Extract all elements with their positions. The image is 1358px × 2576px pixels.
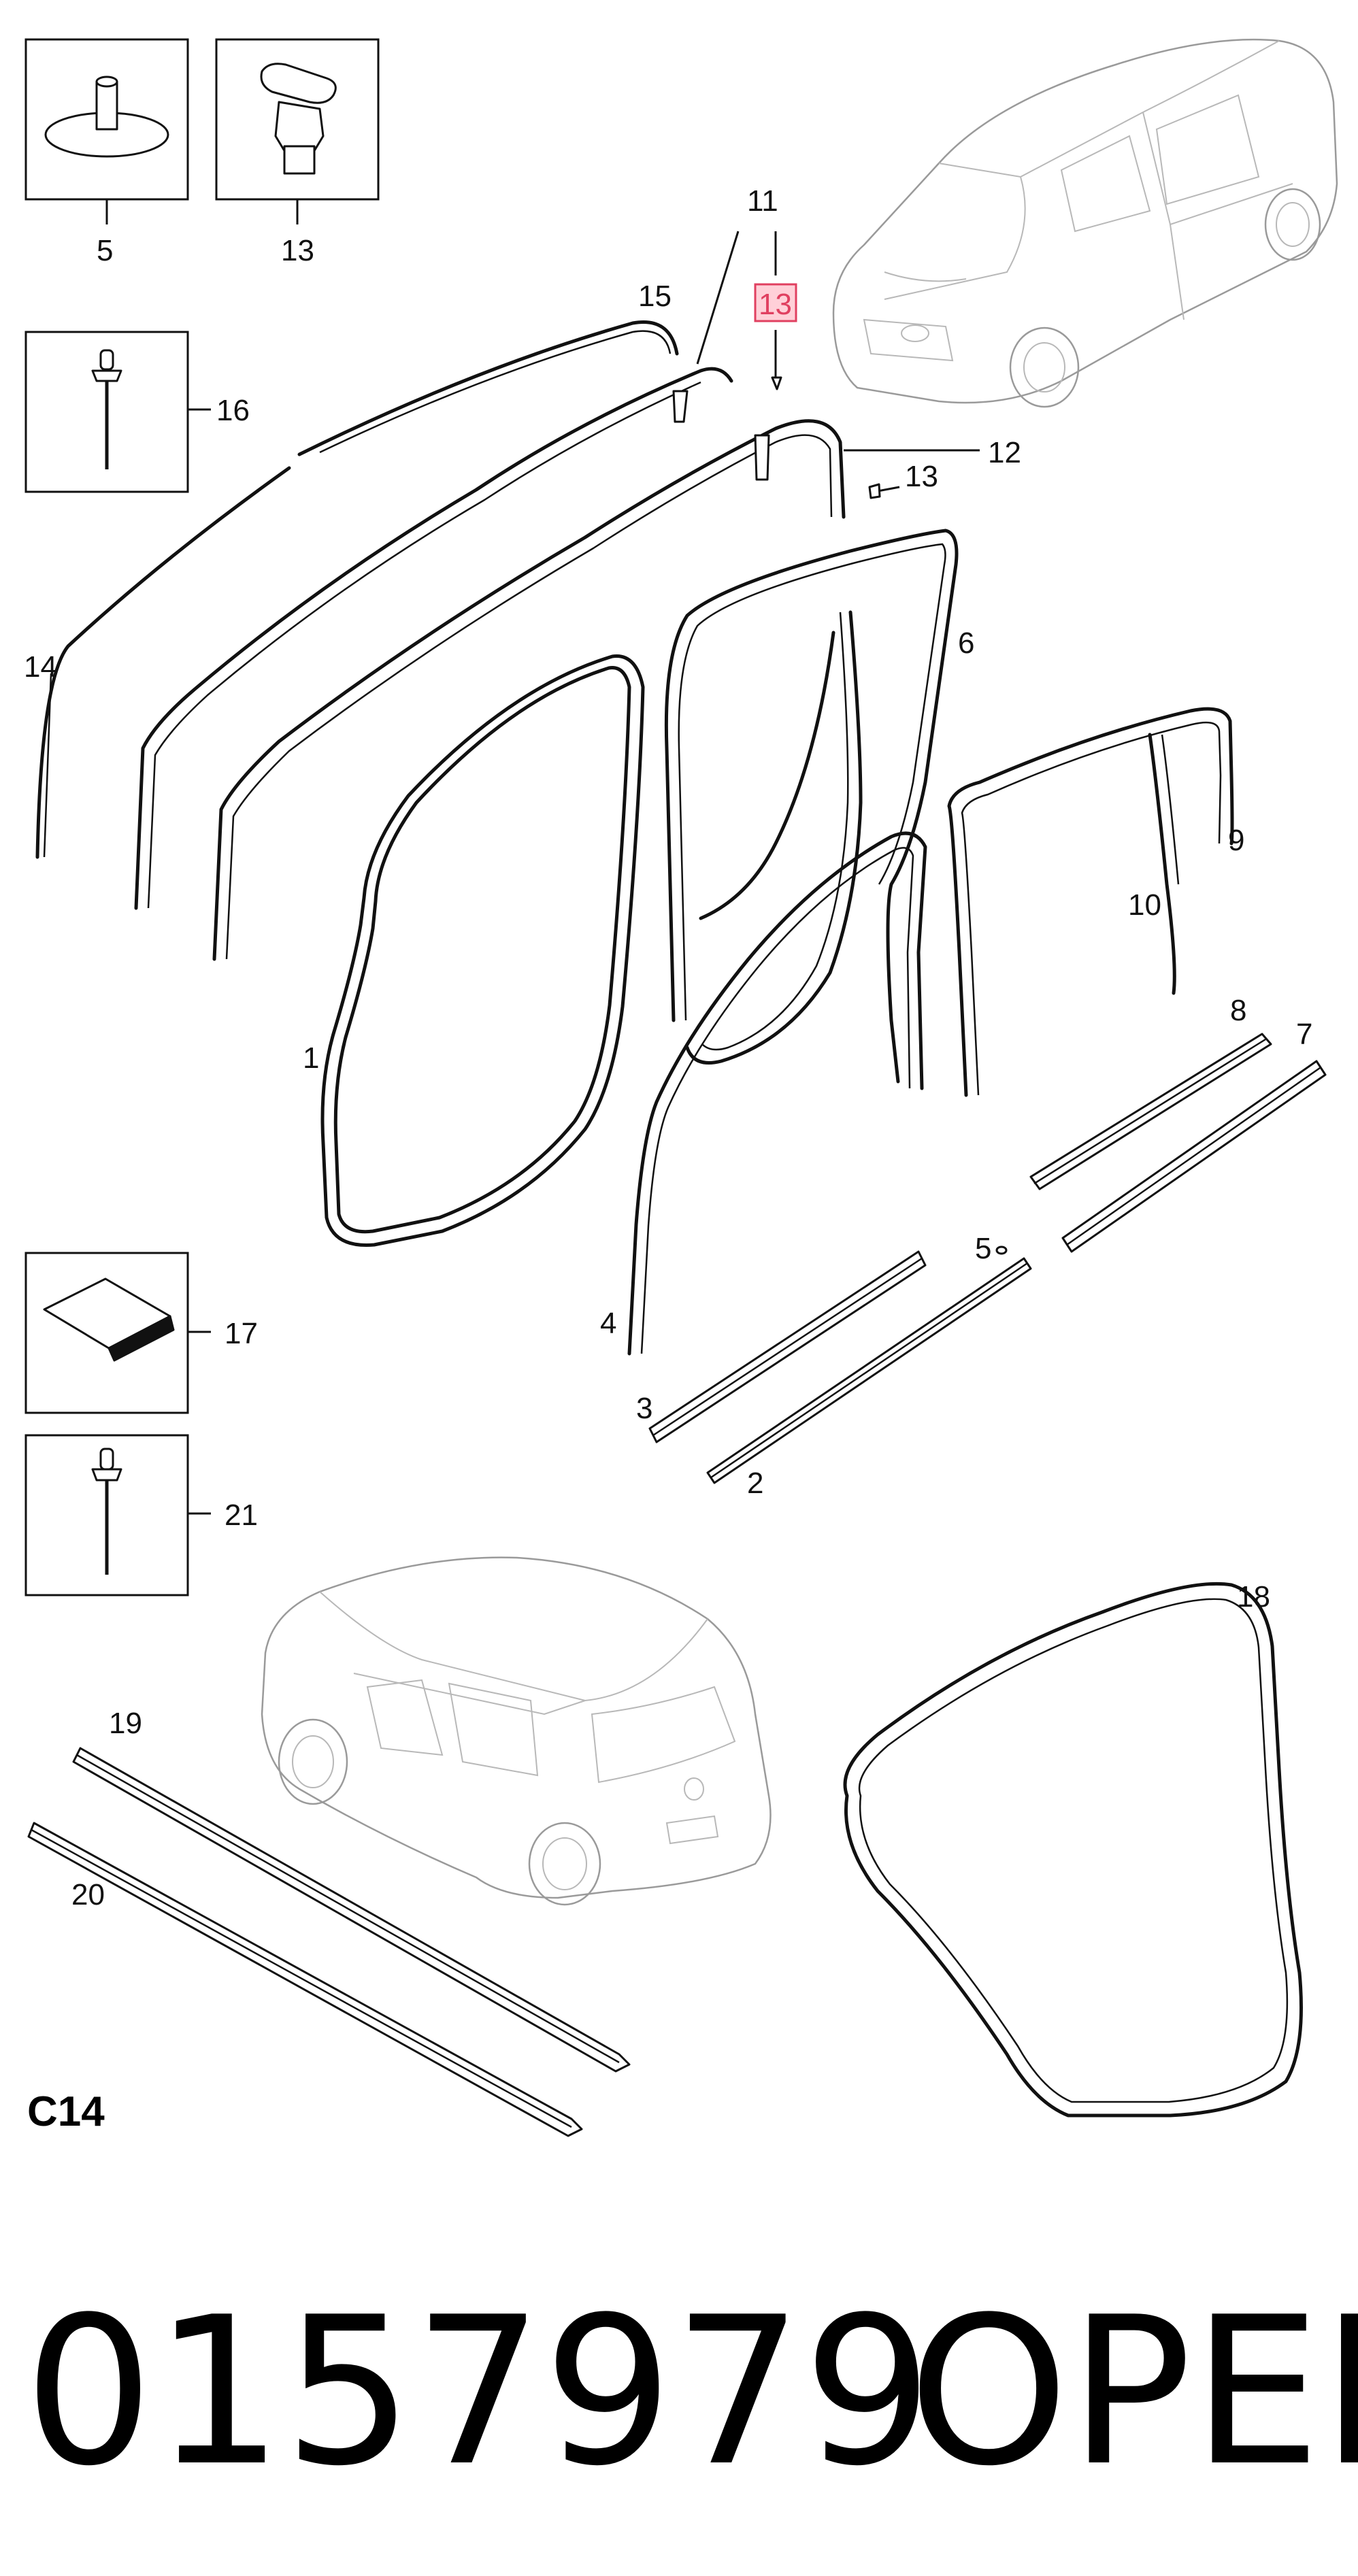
callout-10: 10 bbox=[1128, 888, 1161, 922]
seal-10-rear-window-channel bbox=[1148, 733, 1180, 995]
callout-2: 2 bbox=[747, 1467, 763, 1500]
callout-5-box: 5 bbox=[97, 234, 113, 267]
callout-9: 9 bbox=[1228, 824, 1244, 857]
callout-13-box: 13 bbox=[281, 234, 314, 267]
part-16-box bbox=[24, 331, 211, 493]
seal-14-roof-molding bbox=[35, 466, 291, 859]
callout-13-highlight-box bbox=[754, 283, 797, 322]
strip-20 bbox=[27, 1822, 583, 2137]
seal-4-rear-door bbox=[627, 831, 927, 1356]
seal-1-front-door bbox=[320, 654, 645, 1247]
part-5-box bbox=[24, 38, 189, 224]
callout-11: 11 bbox=[747, 184, 778, 218]
seal-11-roof-channel bbox=[134, 367, 733, 910]
strip-7-belt-molding bbox=[1061, 1060, 1327, 1253]
callout-14: 14 bbox=[24, 650, 57, 684]
leader-13-mid bbox=[877, 486, 900, 492]
car-rear-illustration bbox=[261, 1556, 772, 1906]
callout-20: 20 bbox=[71, 1878, 105, 1911]
part-13-box bbox=[215, 38, 380, 224]
callout-13-highlight: 13 bbox=[759, 288, 792, 321]
seal-15-roof-outer bbox=[297, 320, 679, 456]
brand-name: OPEL bbox=[908, 2273, 1358, 2511]
leader-11 bbox=[696, 231, 740, 365]
part-21-box bbox=[24, 1434, 211, 1596]
callout-6: 6 bbox=[958, 626, 974, 660]
callout-21: 21 bbox=[225, 1499, 258, 1532]
callout-12: 12 bbox=[988, 436, 1021, 469]
strip-2-belt-molding bbox=[706, 1257, 1032, 1484]
callout-13-mid: 13 bbox=[905, 460, 938, 493]
callout-16: 16 bbox=[216, 394, 250, 427]
strip-19 bbox=[72, 1747, 631, 2073]
part-number: 0157979 bbox=[24, 2273, 933, 2511]
part-17-box bbox=[24, 1252, 211, 1414]
car-front-illustration bbox=[832, 38, 1338, 408]
callout-8: 8 bbox=[1230, 994, 1246, 1027]
callout-1: 1 bbox=[303, 1041, 319, 1075]
callout-19: 19 bbox=[109, 1707, 142, 1740]
callout-5-mid: 5 bbox=[975, 1232, 991, 1265]
callout-18: 18 bbox=[1237, 1580, 1270, 1613]
callout-3: 3 bbox=[636, 1392, 652, 1425]
callout-4: 4 bbox=[600, 1307, 616, 1340]
seal-9-rear-window-frame bbox=[947, 707, 1234, 1097]
seal-6-front-window-frame bbox=[664, 529, 959, 1084]
section-code: C14 bbox=[27, 2088, 105, 2135]
part-5-clip bbox=[995, 1245, 1008, 1255]
callout-7: 7 bbox=[1296, 1018, 1312, 1051]
callout-15: 15 bbox=[638, 280, 672, 313]
strip-3-belt-molding bbox=[648, 1250, 927, 1443]
callout-17: 17 bbox=[225, 1317, 258, 1350]
seal-12-roof-inner bbox=[212, 419, 846, 961]
seal-18-tailgate bbox=[843, 1582, 1303, 2118]
strip-8-belt-molding bbox=[1029, 1033, 1272, 1190]
